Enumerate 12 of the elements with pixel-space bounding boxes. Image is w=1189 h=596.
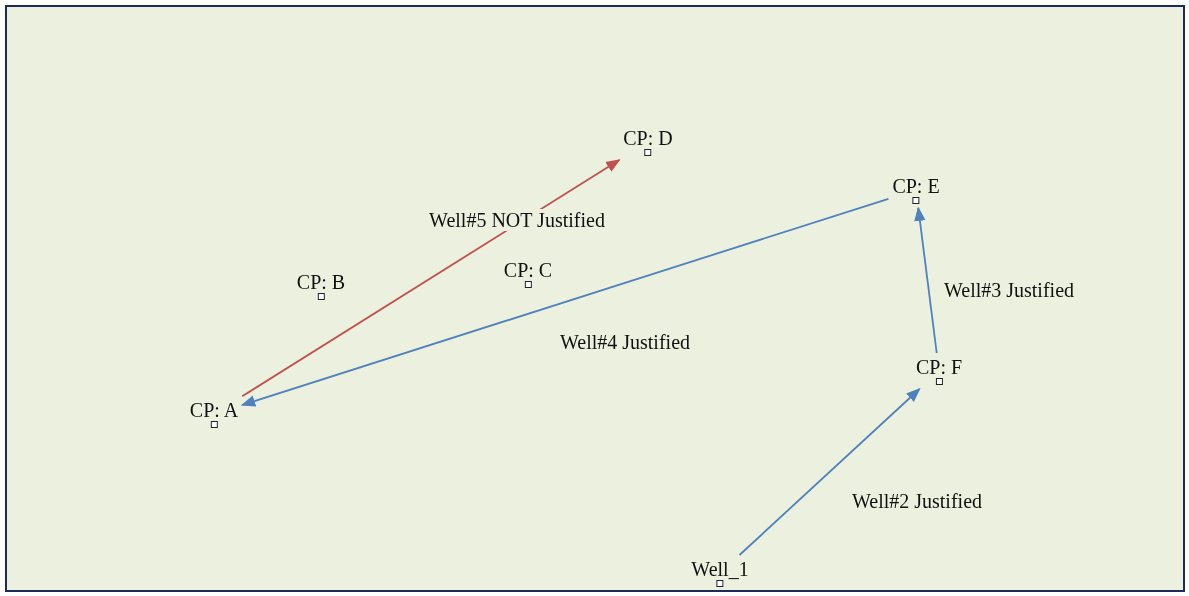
- edge-label: Well#5 NOT Justified: [427, 209, 607, 231]
- point-label: Well_1: [691, 559, 749, 579]
- point-label: CP: C: [503, 260, 553, 280]
- arrow: [241, 159, 621, 398]
- point-label: CP: F: [915, 357, 963, 377]
- point-label: CP: D: [623, 128, 673, 148]
- arrow: [738, 388, 921, 556]
- point-label: CP: A: [189, 400, 239, 420]
- point-label: CP: E: [892, 176, 940, 196]
- arrow: [240, 197, 890, 407]
- point-label: CP: B: [296, 272, 346, 292]
- arrow: [914, 206, 938, 354]
